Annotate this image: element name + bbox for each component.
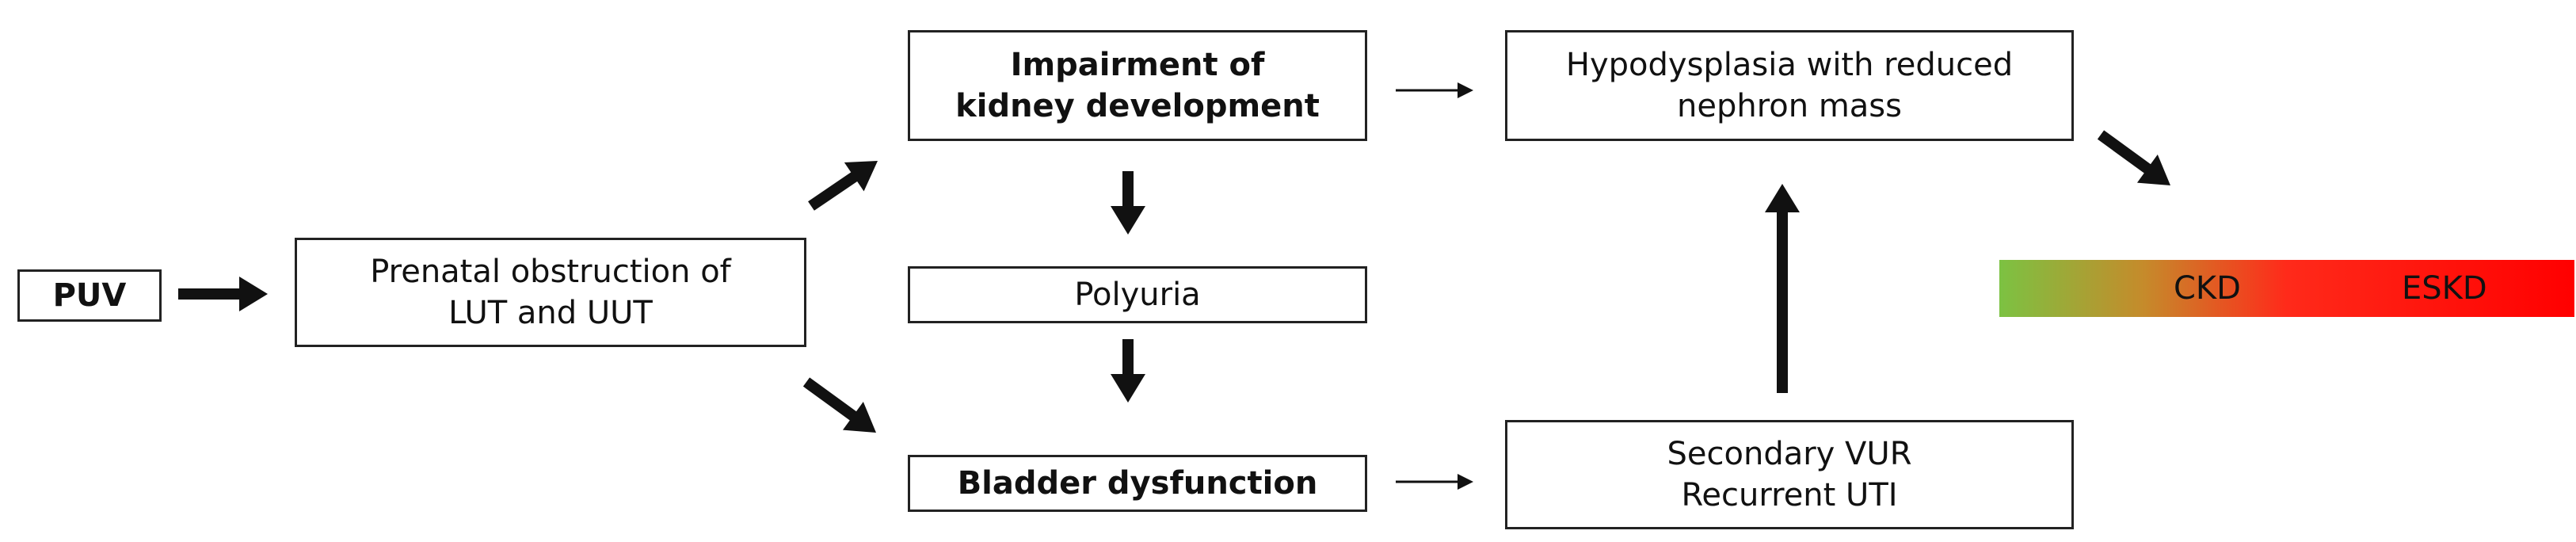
node-puv: PUV (17, 269, 162, 322)
node-prenatal-obstruction: Prenatal obstruction of LUT and UUT (295, 238, 806, 347)
arrow-bladder-to-vur-uti-head (1458, 474, 1473, 490)
node-impairment-kidney-development: Impairment of kidney development (908, 30, 1367, 141)
arrow-prenatal-to-impairment-head (844, 161, 878, 192)
node-impairment-line-1: Impairment of (1010, 47, 1265, 83)
node-prenatal-line-2: LUT and UUT (448, 295, 653, 331)
node-vur-line-2: Recurrent UTI (1681, 477, 1898, 513)
node-bladder-line-1: Bladder dysfunction (957, 465, 1318, 502)
node-prenatal-line-1: Prenatal obstruction of (370, 254, 731, 290)
arrow-prenatal-to-impairment-shaft (808, 171, 859, 211)
node-vur-line-1: Secondary VUR (1667, 436, 1912, 472)
label-ckd: CKD (2174, 270, 2241, 307)
node-secondary-vur-recurrent-uti: Secondary VUR Recurrent UTI (1505, 420, 2074, 529)
node-hypodysplasia-line-1: Hypodysplasia with reduced (1565, 47, 2014, 83)
arrow-polyuria-to-bladder-head (1111, 374, 1145, 403)
node-hypodysplasia-line-2: nephron mass (1677, 88, 1902, 124)
node-polyuria-line-1: Polyuria (1074, 277, 1201, 313)
node-impairment-line-2: kidney development (955, 88, 1320, 124)
arrow-impairment-to-polyuria-head (1111, 206, 1145, 235)
node-hypodysplasia: Hypodysplasia with reduced nephron mass (1505, 30, 2074, 141)
node-puv-line-1: PUV (52, 277, 127, 314)
arrow-prenatal-to-bladder-shaft (802, 377, 858, 422)
arrow-hypodysplasia-to-outcome-bar-head (2136, 155, 2170, 185)
arrow-impairment-to-hypodysplasia-head (1458, 82, 1473, 98)
arrow-puv-to-prenatal-head (239, 277, 268, 311)
node-polyuria: Polyuria (908, 266, 1367, 323)
arrow-vur-uti-to-hypodysplasia-head (1765, 184, 1800, 212)
ckd-eskd-gradient-bar: CKD ESKD (1999, 260, 2574, 317)
node-bladder-dysfunction: Bladder dysfunction (908, 455, 1367, 512)
label-eskd: ESKD (2402, 270, 2487, 307)
arrow-hypodysplasia-to-outcome-bar-shaft (2097, 130, 2152, 174)
arrow-prenatal-to-bladder-head (842, 402, 876, 433)
